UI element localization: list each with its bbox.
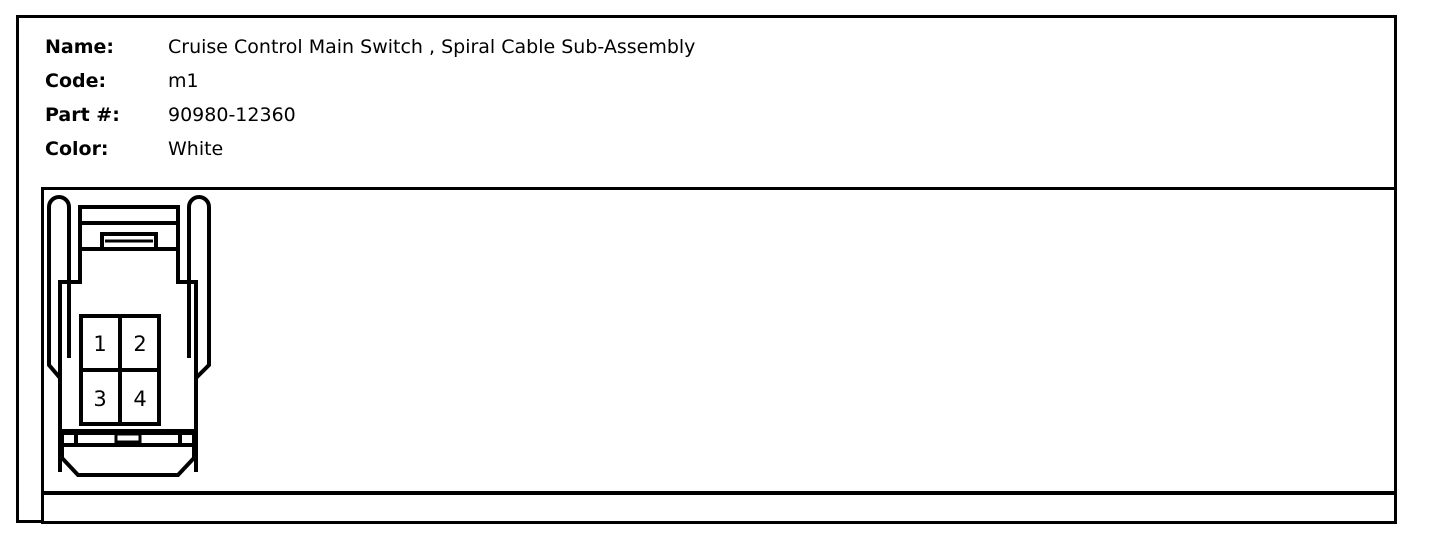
- spec-info-block: Name: Cruise Control Main Switch , Spira…: [45, 30, 1365, 166]
- connector-illustration-box: 1 2 3 4: [41, 187, 1397, 524]
- pin-number-4: 4: [133, 387, 146, 411]
- illustration-box-divider: [44, 491, 1394, 495]
- spec-row-name: Name: Cruise Control Main Switch , Spira…: [45, 30, 1365, 64]
- spec-row-code: Code: m1: [45, 64, 1365, 98]
- connector-bottom-notch-bar: [60, 429, 196, 447]
- spec-label-color: Color:: [45, 138, 109, 160]
- spec-row-color: Color: White: [45, 132, 1365, 166]
- pin-number-1: 1: [93, 332, 106, 356]
- spec-value-code: m1: [168, 70, 199, 92]
- connector-pin-grid: 1 2 3 4: [79, 314, 161, 426]
- spec-value-name: Cruise Control Main Switch , Spiral Cabl…: [168, 36, 696, 58]
- pin-number-2: 2: [133, 332, 146, 356]
- spec-label-name: Name:: [45, 36, 115, 58]
- connector-diagram: 1 2 3 4: [44, 190, 244, 490]
- outer-frame: Name: Cruise Control Main Switch , Spira…: [16, 15, 1397, 524]
- pin-number-3: 3: [93, 387, 106, 411]
- spec-label-code: Code:: [45, 70, 107, 92]
- connector-skirt: [60, 445, 196, 477]
- spec-value-part-number: 90980-12360: [168, 104, 296, 126]
- spec-row-part-number: Part #: 90980-12360: [45, 98, 1365, 132]
- connector-latch: [78, 205, 180, 251]
- spec-label-part-number: Part #:: [45, 104, 120, 126]
- spec-value-color: White: [168, 138, 224, 160]
